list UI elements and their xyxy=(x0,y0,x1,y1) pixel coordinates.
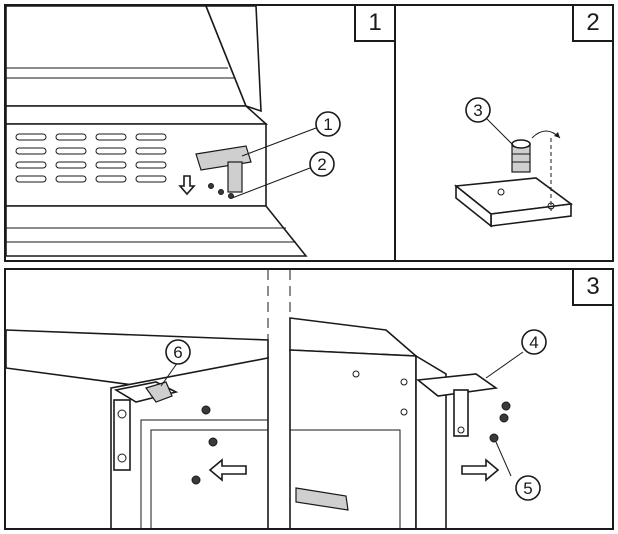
left-cabinet-front xyxy=(110,357,269,528)
callout-4: 4 xyxy=(521,329,547,355)
step-1-illustration: 1 2 xyxy=(6,6,341,257)
svg-text:6: 6 xyxy=(173,343,182,362)
hinge-bracket-1 xyxy=(195,145,252,199)
base-plate xyxy=(6,205,308,257)
svg-text:3: 3 xyxy=(473,101,482,120)
step-2-panel: 3 2 xyxy=(394,4,614,262)
callout-3: 3 xyxy=(465,97,491,123)
step-1-panel: 1 2 1 xyxy=(4,4,396,262)
screws-left xyxy=(191,405,218,485)
svg-text:1: 1 xyxy=(323,115,332,134)
callout-1: 1 xyxy=(315,111,341,137)
cabinet-top xyxy=(6,105,269,125)
step-number-1: 1 xyxy=(354,6,394,42)
callout-2: 2 xyxy=(309,151,335,177)
step-3-illustration: 6 4 5 xyxy=(6,270,547,528)
right-handle xyxy=(295,487,349,511)
right-cabinet-side xyxy=(415,354,447,528)
hinge-plate xyxy=(453,177,574,228)
step-number-3: 3 xyxy=(572,270,612,306)
step-3-panel: 6 4 5 3 xyxy=(4,268,614,530)
step-number-2: 2 xyxy=(572,6,612,42)
lid-edge xyxy=(205,6,262,113)
svg-text:2: 2 xyxy=(317,155,326,174)
svg-text:5: 5 xyxy=(523,479,532,498)
step-2-illustration: 3 xyxy=(453,97,574,228)
right-door-frame xyxy=(289,429,401,528)
lid-panel xyxy=(6,6,248,107)
hinge-4 xyxy=(415,373,499,437)
screws-right xyxy=(489,401,511,443)
hinge-pin xyxy=(511,139,531,173)
right-arrow xyxy=(461,458,500,482)
vent-slots xyxy=(15,133,167,183)
callout-6: 6 xyxy=(165,339,191,365)
callout-5: 5 xyxy=(515,475,541,501)
left-arrow xyxy=(208,458,247,482)
hinge-6 xyxy=(113,381,179,471)
down-arrow xyxy=(178,175,196,196)
svg-text:4: 4 xyxy=(529,333,538,352)
